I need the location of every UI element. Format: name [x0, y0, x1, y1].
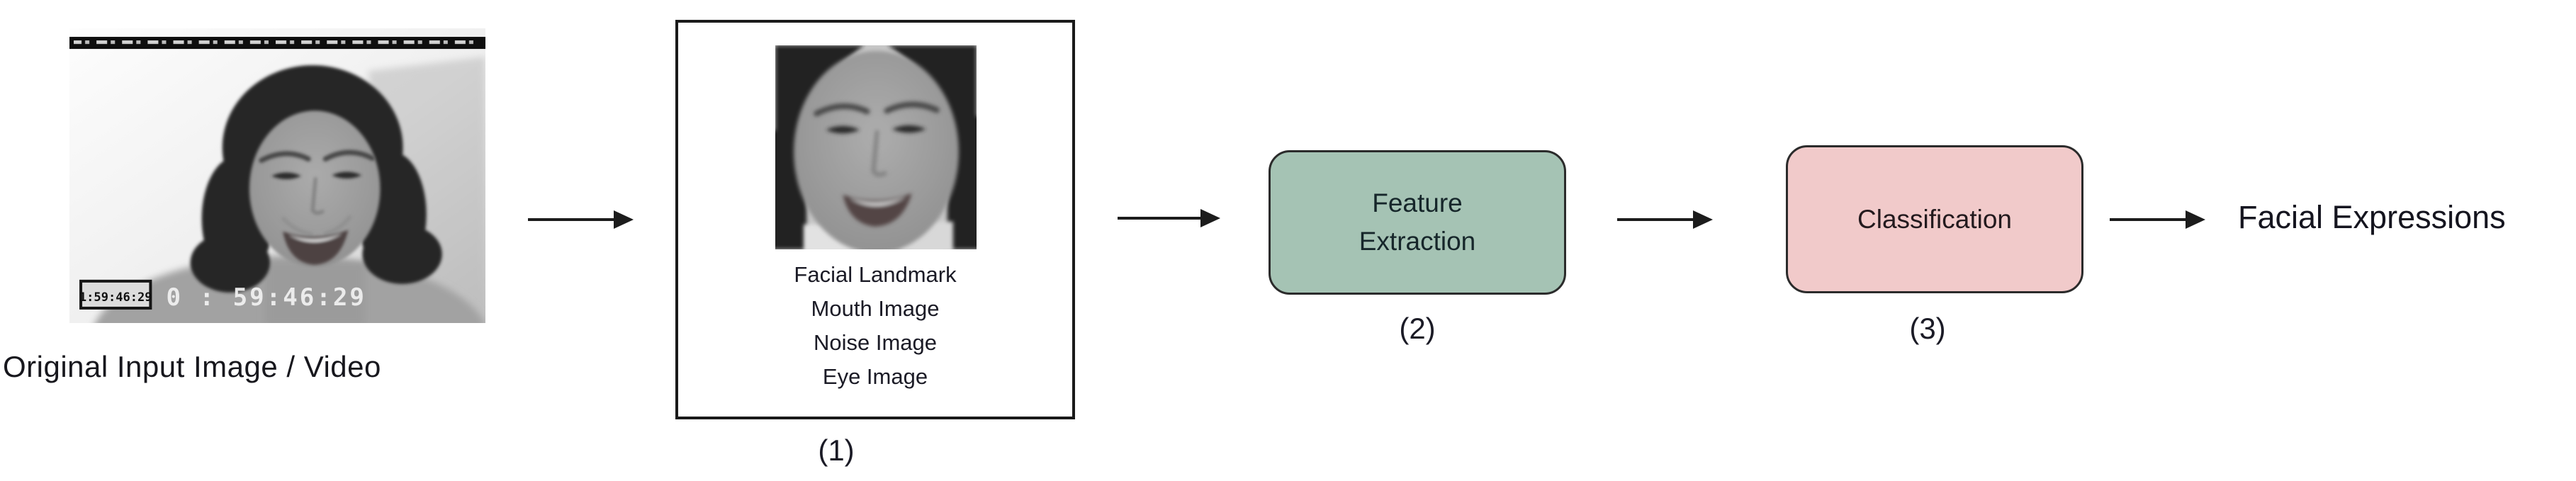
feature-extraction-line1: Feature [1372, 188, 1463, 217]
stage1-line: Eye Image [822, 364, 928, 389]
flow-arrow-4 [2110, 218, 2186, 221]
stage1-line: Noise Image [813, 330, 938, 355]
stage2-number: (2) [1399, 312, 1436, 345]
stage1-line: Facial Landmark [794, 262, 957, 287]
woman-photo-illustration: 1:59:46:29 0 : 59:46:29 [69, 28, 485, 323]
output-label: Facial Expressions [2238, 199, 2506, 235]
flow-arrow-2 [1118, 217, 1201, 220]
feature-extraction-box: Feature Extraction [1269, 150, 1566, 295]
stage3-number: (3) [1909, 312, 1946, 345]
stage1-number: (1) [818, 434, 855, 467]
input-video-frame: 1:59:46:29 0 : 59:46:29 [69, 28, 485, 323]
face-crop-illustration [775, 45, 977, 249]
feature-extraction-label: Feature Extraction [1359, 184, 1476, 261]
input-caption: Original Input Image / Video [3, 350, 381, 383]
timestamp-overlay: 1:59:46:29 0 : 59:46:29 [79, 279, 366, 312]
classification-box: Classification [1786, 145, 2083, 293]
classification-label: Classification [1857, 204, 2012, 234]
flow-arrow-3 [1617, 218, 1694, 221]
feature-extraction-line2: Extraction [1359, 227, 1476, 256]
cropped-face-image [775, 45, 977, 249]
stage1-preprocessing-box: Facial Landmark Mouth Image Noise Image … [675, 20, 1075, 419]
timestamp-main: 0 : 59:46:29 [166, 283, 366, 312]
stage1-line: Mouth Image [811, 296, 940, 321]
flow-arrow-1 [528, 218, 614, 221]
timestamp-badge: 1:59:46:29 [79, 290, 152, 305]
stage1-text-block: Facial Landmark Mouth Image Noise Image … [678, 258, 1072, 394]
